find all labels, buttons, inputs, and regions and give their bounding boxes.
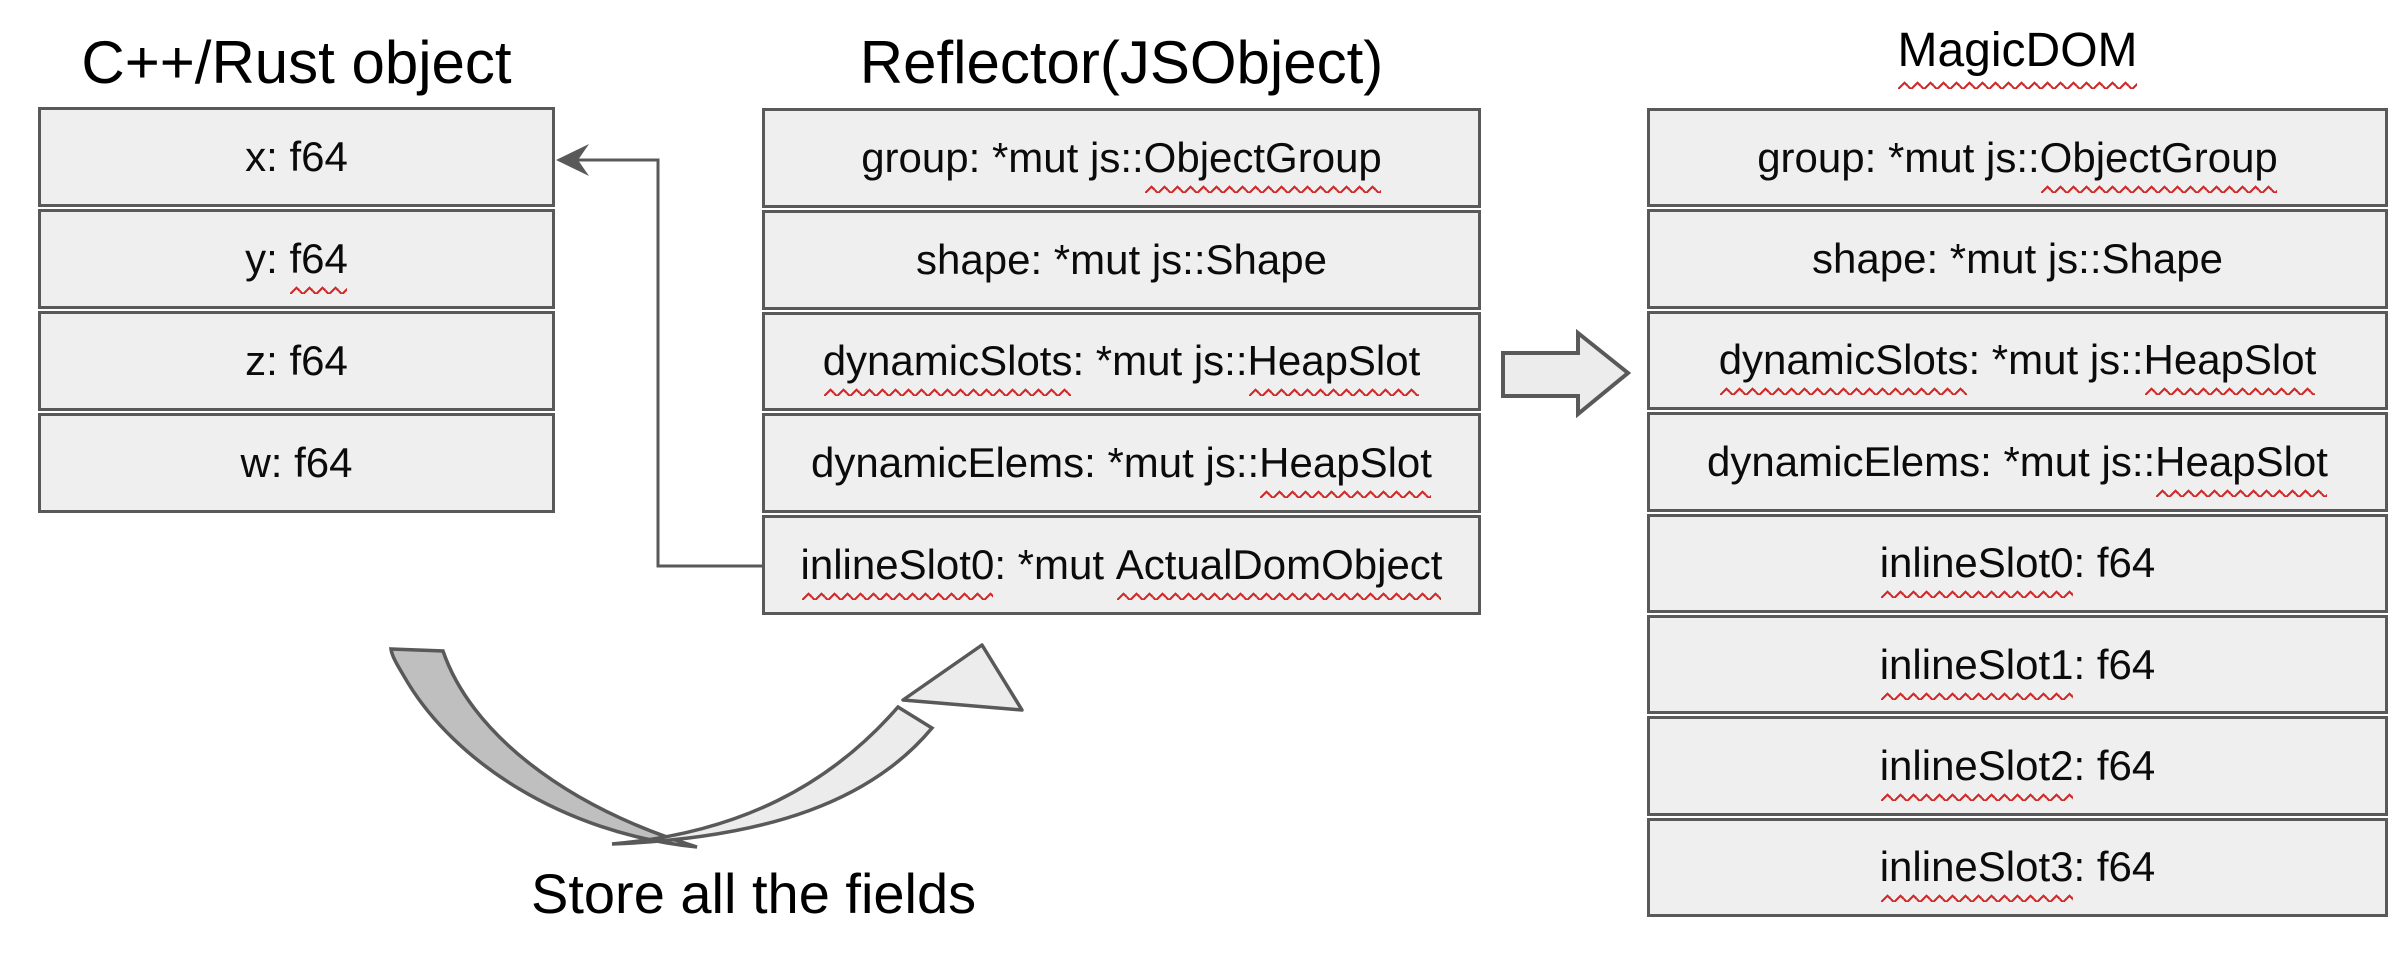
squiggled-word: HeapSlot	[1259, 439, 1432, 502]
field-label: shape: *mut js::Shape	[916, 236, 1327, 284]
text-segment: : f64	[2073, 843, 2156, 891]
field-label: shape: *mut js::Shape	[1812, 235, 2223, 283]
pointer-arrowhead-icon	[556, 144, 589, 176]
title-cpp-rust-object: C++/Rust object	[38, 26, 555, 100]
field-label: w: f64	[240, 439, 352, 487]
squiggled-word: dynamicSlots	[1718, 336, 1969, 399]
curved-arrow-ribbon	[611, 704, 935, 846]
field-row: dynamicSlots: *mut js::HeapSlot	[1647, 310, 2388, 411]
curved-arrow-tail	[389, 647, 698, 849]
field-row: dynamicElems: *mut js::HeapSlot	[1647, 412, 2388, 512]
field-label: x: f64	[245, 133, 348, 181]
squiggled-word: ObjectGroup	[2039, 133, 2278, 196]
field-label: dynamicSlots: *mut js::HeapSlot	[822, 337, 1421, 400]
text-segment: shape: *mut js::Shape	[916, 235, 1327, 283]
field-label: group: *mut js::ObjectGroup	[1757, 133, 2278, 196]
field-row: dynamicElems: *mut js::HeapSlot	[762, 413, 1481, 514]
cpp-rust-object-column: x: f64 y: f64 z: f64 w: f64	[38, 107, 555, 513]
text-segment: w: f64	[240, 439, 353, 486]
squiggled-word: HeapSlot	[1247, 337, 1421, 400]
squiggled-word: inlineSlot3	[1879, 843, 2074, 906]
squiggled-word: inlineSlot2	[1879, 741, 2074, 804]
field-row: shape: *mut js::Shape	[1647, 209, 2388, 309]
field-row: group: *mut js::ObjectGroup	[762, 108, 1481, 208]
text-segment: shape: *mut js::Shape	[1812, 235, 2223, 283]
field-label: inlineSlot1: f64	[1879, 640, 2156, 703]
field-row: x: f64	[38, 107, 555, 207]
text-segment: : f64	[2073, 539, 2156, 587]
text-segment: y:	[245, 235, 290, 282]
text-segment: dynamicElems: *mut js::	[1707, 437, 2156, 485]
field-row: inlineSlot2: f64	[1647, 716, 2388, 816]
text-segment: : f64	[2073, 741, 2156, 789]
squiggled-word: HeapSlot	[2155, 437, 2328, 500]
squiggled-word: dynamicSlots	[822, 337, 1073, 400]
text-segment: : *mut js::	[1968, 336, 2144, 384]
field-label: z: f64	[245, 337, 348, 385]
field-row: shape: *mut js::Shape	[762, 209, 1481, 310]
transform-block-arrow-icon	[1501, 328, 1632, 419]
pointer-connector-line	[566, 158, 762, 568]
field-row: inlineSlot1: f64	[1647, 614, 2388, 715]
text-segment: group: *mut js::	[1757, 133, 2040, 181]
squiggled-word: MagicDOM	[1897, 22, 2138, 92]
field-row: inlineSlot0: *mut ActualDomObject	[762, 515, 1481, 615]
field-row: y: f64	[38, 209, 555, 309]
field-row: w: f64	[38, 413, 555, 513]
caption-store-all-fields: Store all the fields	[531, 862, 977, 925]
field-row: inlineSlot3: f64	[1647, 817, 2388, 917]
field-row: group: *mut js::ObjectGroup	[1647, 108, 2388, 208]
text-segment: : *mut js::	[1072, 337, 1248, 385]
squiggled-word: inlineSlot1	[1879, 640, 2074, 703]
text-segment: x: f64	[245, 133, 348, 180]
text-segment: : *mut	[994, 541, 1116, 589]
title-magicdom: MagicDOM	[1647, 22, 2388, 92]
squiggled-word: inlineSlot0	[1879, 539, 2074, 602]
field-label: group: *mut js::ObjectGroup	[861, 133, 1382, 196]
field-row: dynamicSlots: *mut js::HeapSlot	[762, 311, 1481, 412]
field-label: y: f64	[245, 235, 348, 297]
squiggled-word: ObjectGroup	[1143, 133, 1382, 196]
squiggled-word: ActualDomObject	[1115, 541, 1443, 604]
text-segment: z: f64	[245, 337, 348, 384]
field-label: inlineSlot3: f64	[1879, 843, 2156, 906]
squiggled-word: f64	[289, 235, 348, 297]
field-label: dynamicElems: *mut js::HeapSlot	[811, 439, 1432, 502]
text-segment: C++/Rust object	[81, 29, 512, 96]
field-label: inlineSlot0: f64	[1879, 539, 2156, 602]
field-row: z: f64	[38, 311, 555, 411]
text-segment: Reflector(JSObject)	[859, 29, 1384, 96]
squiggled-word: HeapSlot	[2143, 336, 2317, 399]
field-row: inlineSlot0: f64	[1647, 513, 2388, 613]
field-label: inlineSlot0: *mut ActualDomObject	[800, 541, 1443, 604]
text-segment: : f64	[2073, 640, 2156, 688]
title-reflector-jsobject: Reflector(JSObject)	[762, 26, 1481, 100]
squiggled-word: inlineSlot0	[800, 541, 995, 604]
field-label: dynamicSlots: *mut js::HeapSlot	[1718, 336, 2317, 399]
field-label: dynamicElems: *mut js::HeapSlot	[1707, 437, 2328, 500]
text-segment: group: *mut js::	[861, 133, 1144, 181]
text-segment: dynamicElems: *mut js::	[811, 439, 1260, 487]
curved-arrowhead-icon	[901, 643, 1024, 712]
field-label: inlineSlot2: f64	[1879, 741, 2156, 804]
